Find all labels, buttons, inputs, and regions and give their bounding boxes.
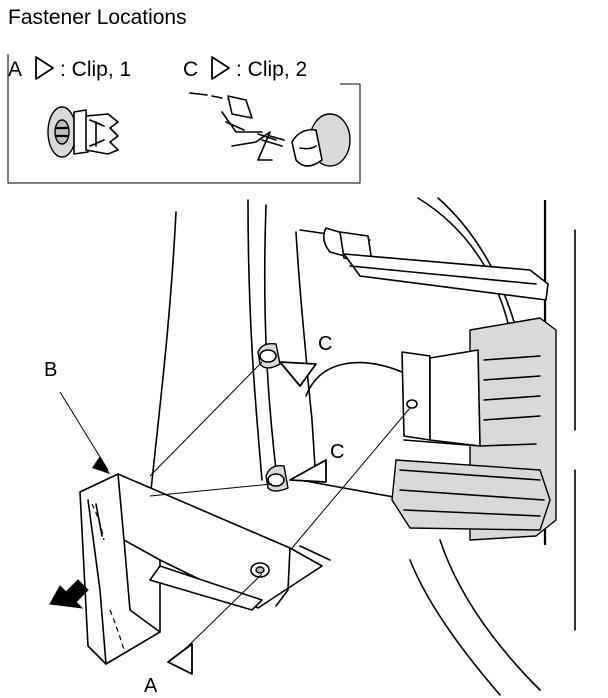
cover-panel-b: [79, 473, 331, 665]
legend-c-letter: C: [183, 58, 198, 81]
legend-box: [7, 54, 361, 184]
callout-c-upper-triangle-icon: [279, 361, 317, 387]
legend-c-triangle-icon: [211, 56, 230, 80]
callout-b-label: B: [44, 359, 57, 381]
legend-a-letter: A: [8, 58, 22, 81]
callout-c-lower-label: C: [330, 441, 344, 463]
legend-a-triangle-icon: [35, 56, 54, 80]
clip-c-upper: [257, 342, 281, 369]
clip-2-illustration: [189, 92, 351, 167]
bolt-hole: [406, 399, 418, 409]
clip-c-lower: [265, 465, 289, 492]
legend-a-label: : Clip, 1: [60, 58, 131, 81]
callout-c-upper-label: C: [318, 333, 332, 355]
clip-1-illustration: [47, 106, 119, 158]
leader-lines: [59, 361, 411, 651]
legend-c-label: : Clip, 2: [236, 58, 307, 81]
door-check-strap: [305, 227, 557, 541]
page-title: Fastener Locations: [8, 6, 187, 29]
callout-c-lower-triangle-icon: [289, 459, 327, 483]
callout-a-label: A: [144, 675, 158, 697]
callout-a-triangle-icon: [167, 643, 193, 675]
removal-direction-arrow-icon: [49, 579, 89, 609]
